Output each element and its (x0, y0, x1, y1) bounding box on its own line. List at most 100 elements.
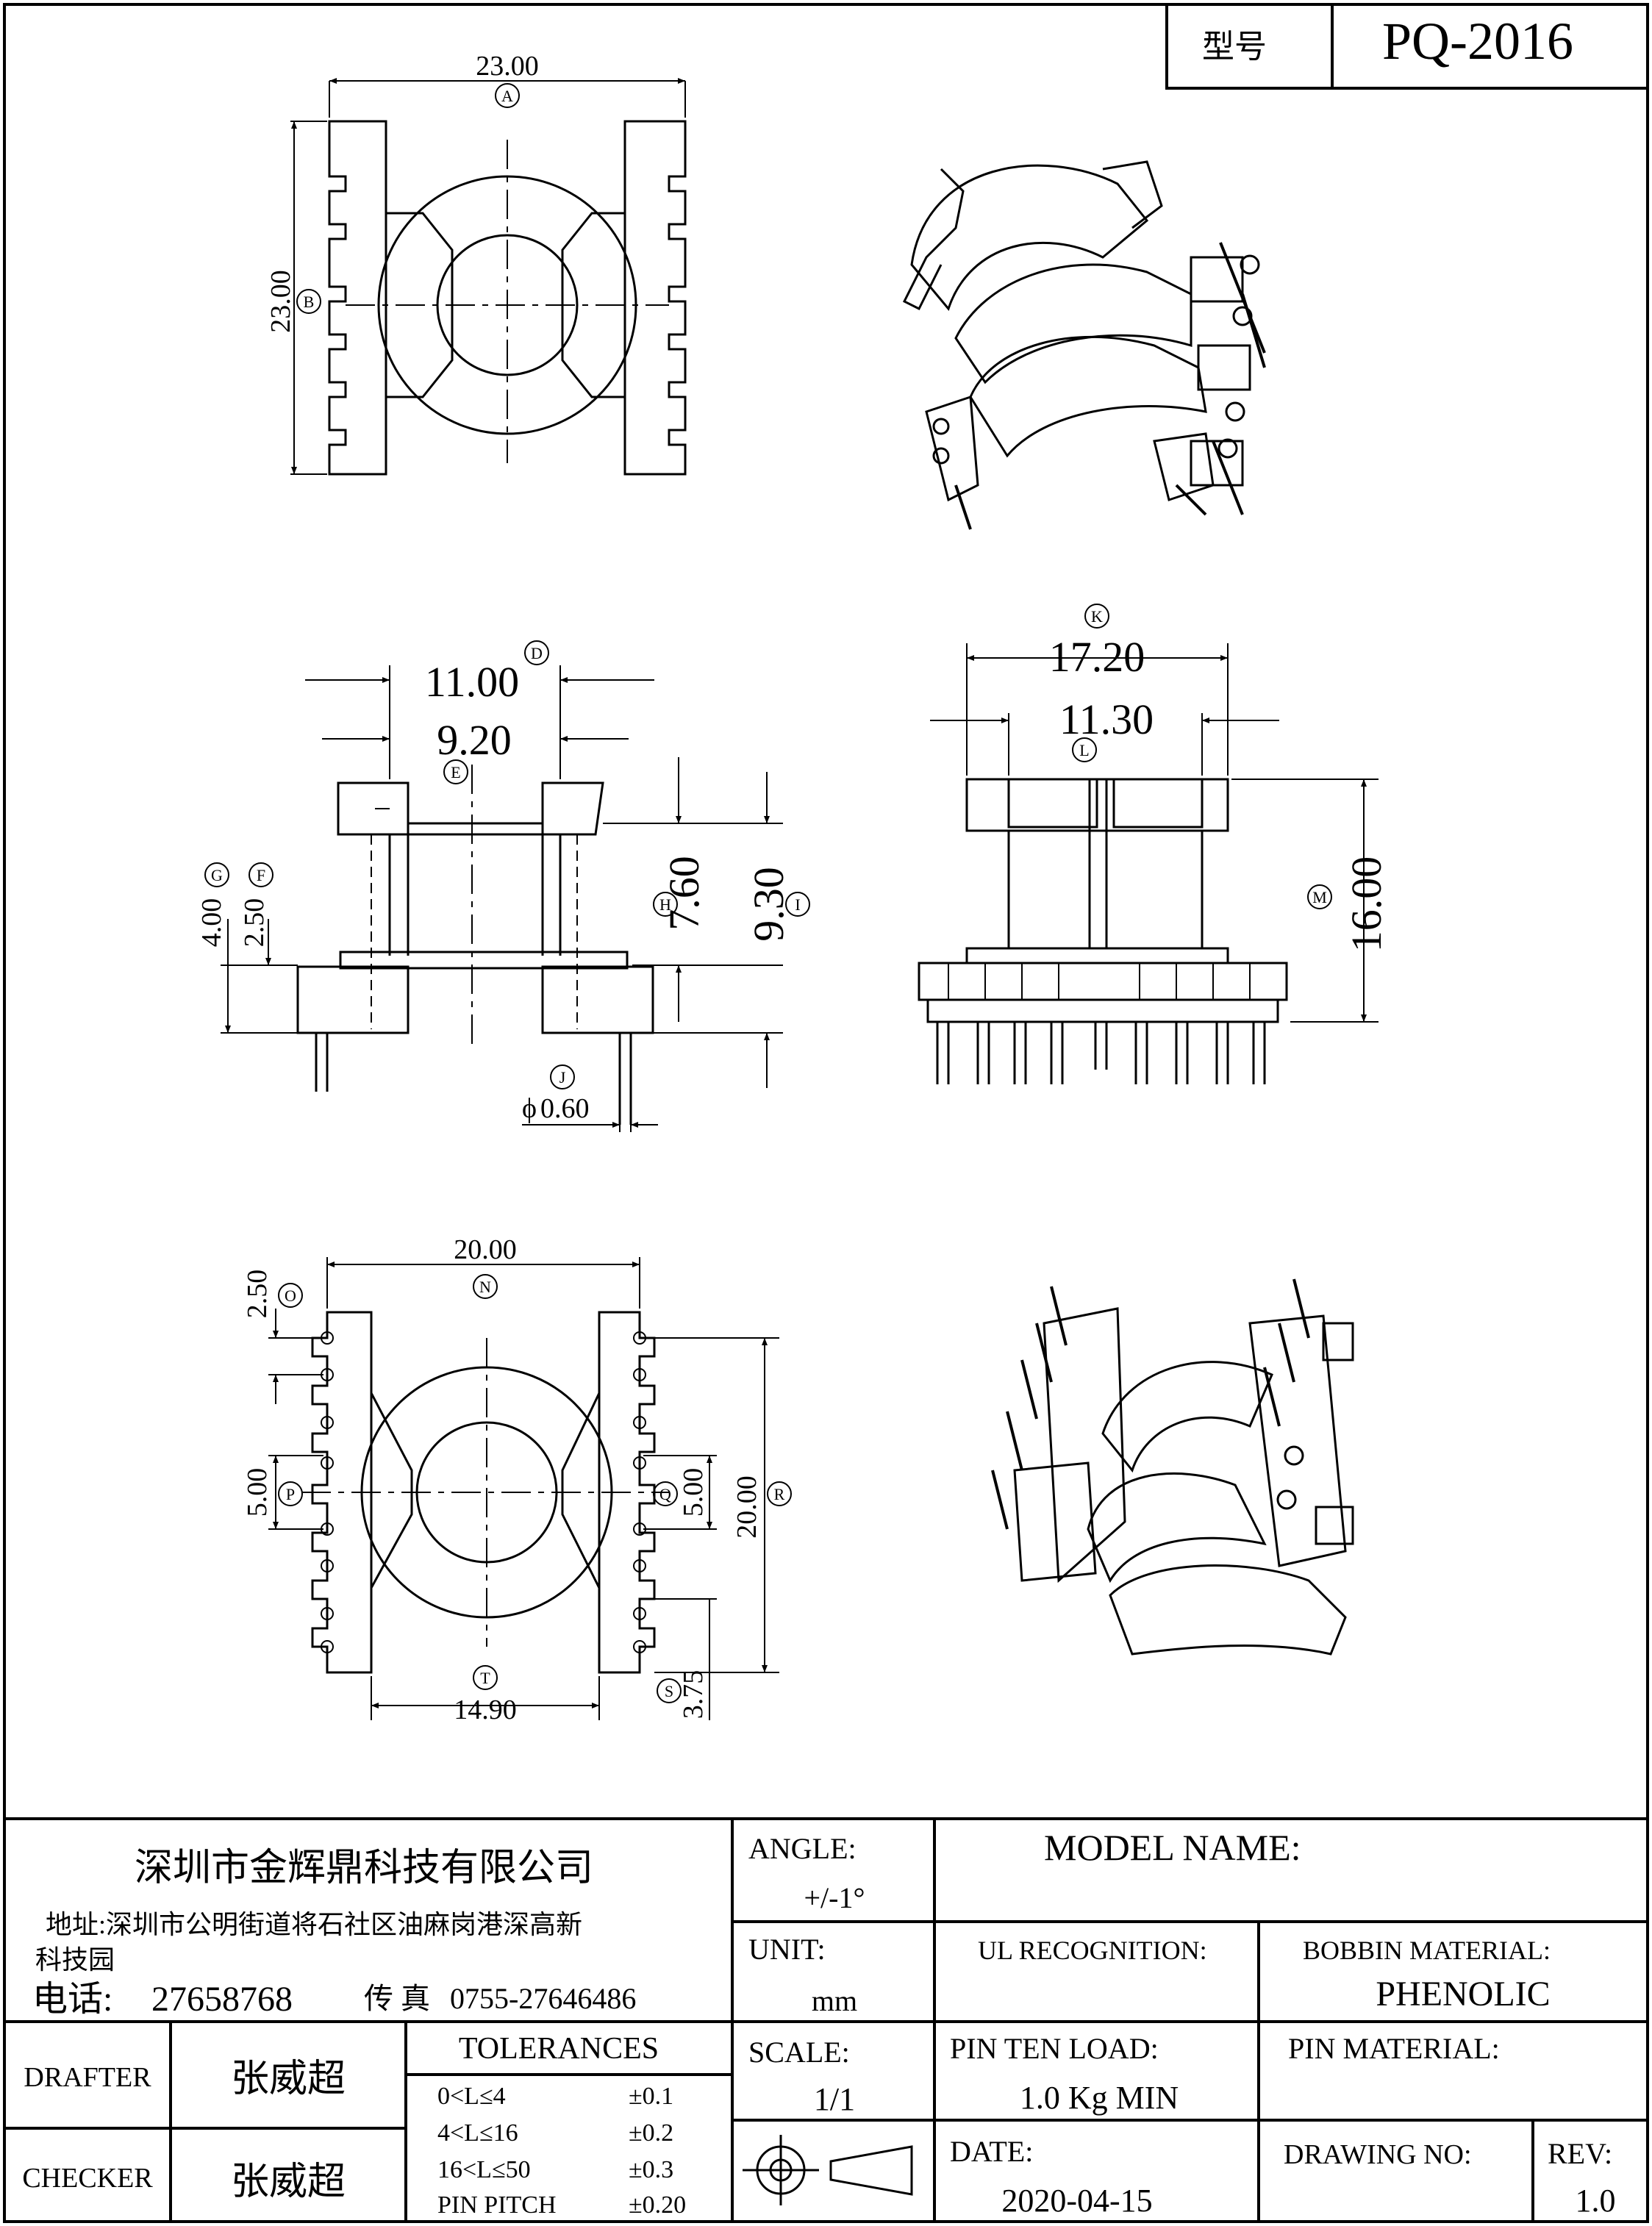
pin-ten-load-value: 1.0 Kg MIN (1020, 2080, 1179, 2116)
tolerances-label: TOLERANCES (459, 2032, 659, 2066)
tol-value-2: ±0.3 (629, 2156, 673, 2183)
title-block-text: 型号 PQ-2016 深圳市金辉鼎科技有限公司 地址:深圳市公明街道将石社区油麻… (22, 12, 1615, 2219)
checker-label: CHECKER (22, 2163, 153, 2194)
tol-range-1: 4<L≤16 (437, 2119, 518, 2147)
scale-label: SCALE: (748, 2036, 850, 2069)
callout-letter-k: K (1091, 607, 1103, 626)
callout-circle-f (248, 862, 273, 887)
title-block-grid (4, 1817, 1648, 2222)
tol-range-0: 0<L≤4 (437, 2083, 506, 2110)
callout-letter-r: R (774, 1485, 785, 1503)
ul-label: UL RECOGNITION: (978, 1936, 1207, 1965)
callout-letter-i: I (795, 895, 800, 914)
dim-R-value: 20.00 (732, 1475, 762, 1539)
unit-label: UNIT: (748, 1933, 826, 1966)
callout-circle-o (278, 1283, 303, 1308)
callout-letter-o: O (285, 1286, 296, 1305)
side-view (221, 665, 783, 1132)
drafter-label: DRAFTER (24, 2062, 151, 2093)
tol-value-3: ±0.20 (629, 2191, 686, 2219)
dim-L-value: 11.30 (1059, 695, 1154, 743)
callout-circle-i (785, 892, 810, 917)
front-view (918, 643, 1379, 1084)
callout-circle-q (653, 1481, 678, 1506)
tol-value-1: ±0.2 (629, 2119, 673, 2147)
dim-I-value: 9.30 (745, 867, 793, 942)
dim-O-value: 2.50 (242, 1270, 273, 1319)
callout-circle-a (495, 83, 520, 108)
dim-K-value: 17.20 (1049, 633, 1145, 681)
callout-letter-e: E (451, 763, 460, 781)
callout-circle-g (204, 862, 229, 887)
checker-name: 张威超 (231, 2161, 346, 2203)
callout-letter-a: A (501, 87, 513, 105)
callout-letter-q: Q (659, 1485, 671, 1503)
dim-Q-value: 5.00 (678, 1468, 709, 1517)
angle-label: ANGLE: (748, 1832, 857, 1865)
callout-letter-d: D (531, 644, 543, 662)
callout-letter-h: H (659, 895, 671, 914)
projection-symbol (743, 2135, 913, 2205)
model-label: 型号 (1202, 29, 1267, 65)
address-line2: 科技园 (35, 1945, 115, 1975)
callout-letter-f: F (257, 866, 265, 884)
bobbin-material-value: PHENOLIC (1376, 1975, 1550, 2014)
unit-value: mm (812, 1984, 857, 2017)
model-name-label: MODEL NAME: (1044, 1827, 1301, 1868)
top-view (290, 78, 687, 476)
drawing-no-label: DRAWING NO: (1284, 2139, 1472, 2170)
callout-circle-l (1072, 737, 1097, 762)
pin-material-label: PIN MATERIAL: (1288, 2032, 1500, 2065)
dim-B-value: 23.00 (265, 270, 296, 333)
rev-value: 1.0 (1576, 2183, 1616, 2219)
isometric-view-bottom (991, 1278, 1354, 1656)
angle-value: +/-1° (804, 1881, 865, 1914)
fax-label: 传 真 (364, 1982, 430, 2015)
pin-ten-load-label: PIN TEN LOAD: (950, 2032, 1159, 2065)
date-label: DATE: (950, 2135, 1033, 2168)
callout-circle-j (550, 1064, 575, 1089)
dim-P-value: 5.00 (242, 1468, 273, 1517)
dim-F-value: 2.50 (239, 898, 270, 948)
callout-circle-m (1307, 884, 1332, 909)
callout-circle-p (278, 1481, 303, 1506)
callout-letter-p: P (286, 1485, 295, 1503)
scale-value: 1/1 (814, 2081, 855, 2117)
drafter-name: 张威超 (231, 2058, 346, 2100)
model-box (1165, 4, 1648, 90)
callout-circle-r (767, 1481, 792, 1506)
callout-circle-e (443, 759, 468, 784)
rev-label: REV: (1548, 2137, 1612, 2170)
callout-circle-s (657, 1678, 682, 1703)
callout-letter-m: M (1312, 888, 1327, 906)
callout-letter-s: S (665, 1682, 673, 1700)
tol-value-0: ±0.1 (629, 2083, 673, 2110)
model-value: PQ-2016 (1382, 12, 1573, 71)
callout-circle-d (524, 640, 549, 665)
callout-letter-b: B (304, 293, 315, 311)
sheet-border (3, 3, 1649, 2223)
dim-T-value: 14.90 (454, 1694, 517, 1725)
fax-number: 0755-27646486 (450, 1982, 636, 2015)
dimension-labels: 23.00 23.00 11.00 9.20 7.60 9.30 4.00 2.… (196, 51, 1390, 1725)
company-name: 深圳市金辉鼎科技有限公司 (135, 1847, 593, 1889)
dim-J-value: 0.60 (540, 1093, 590, 1124)
bottom-view (268, 1257, 779, 1720)
isometric-view-top (902, 160, 1266, 530)
date-value: 2020-04-15 (1001, 2183, 1152, 2219)
callout-circle-b (296, 289, 321, 314)
callout-letter-g: G (211, 866, 223, 884)
callout-circle-n (473, 1274, 498, 1299)
bobbin-material-label: BOBBIN MATERIAL: (1303, 1936, 1551, 1965)
dim-G-value: 4.00 (196, 898, 227, 948)
phone-label: 电话: (32, 1980, 112, 2019)
callout-circle-t (473, 1665, 498, 1690)
dim-A-value: 23.00 (476, 51, 539, 82)
dim-E-value: 9.20 (437, 716, 512, 764)
dim-S-value: 3.75 (678, 1670, 709, 1719)
callout-letter-t: T (480, 1669, 490, 1687)
dim-M-value: 16.00 (1342, 856, 1390, 953)
